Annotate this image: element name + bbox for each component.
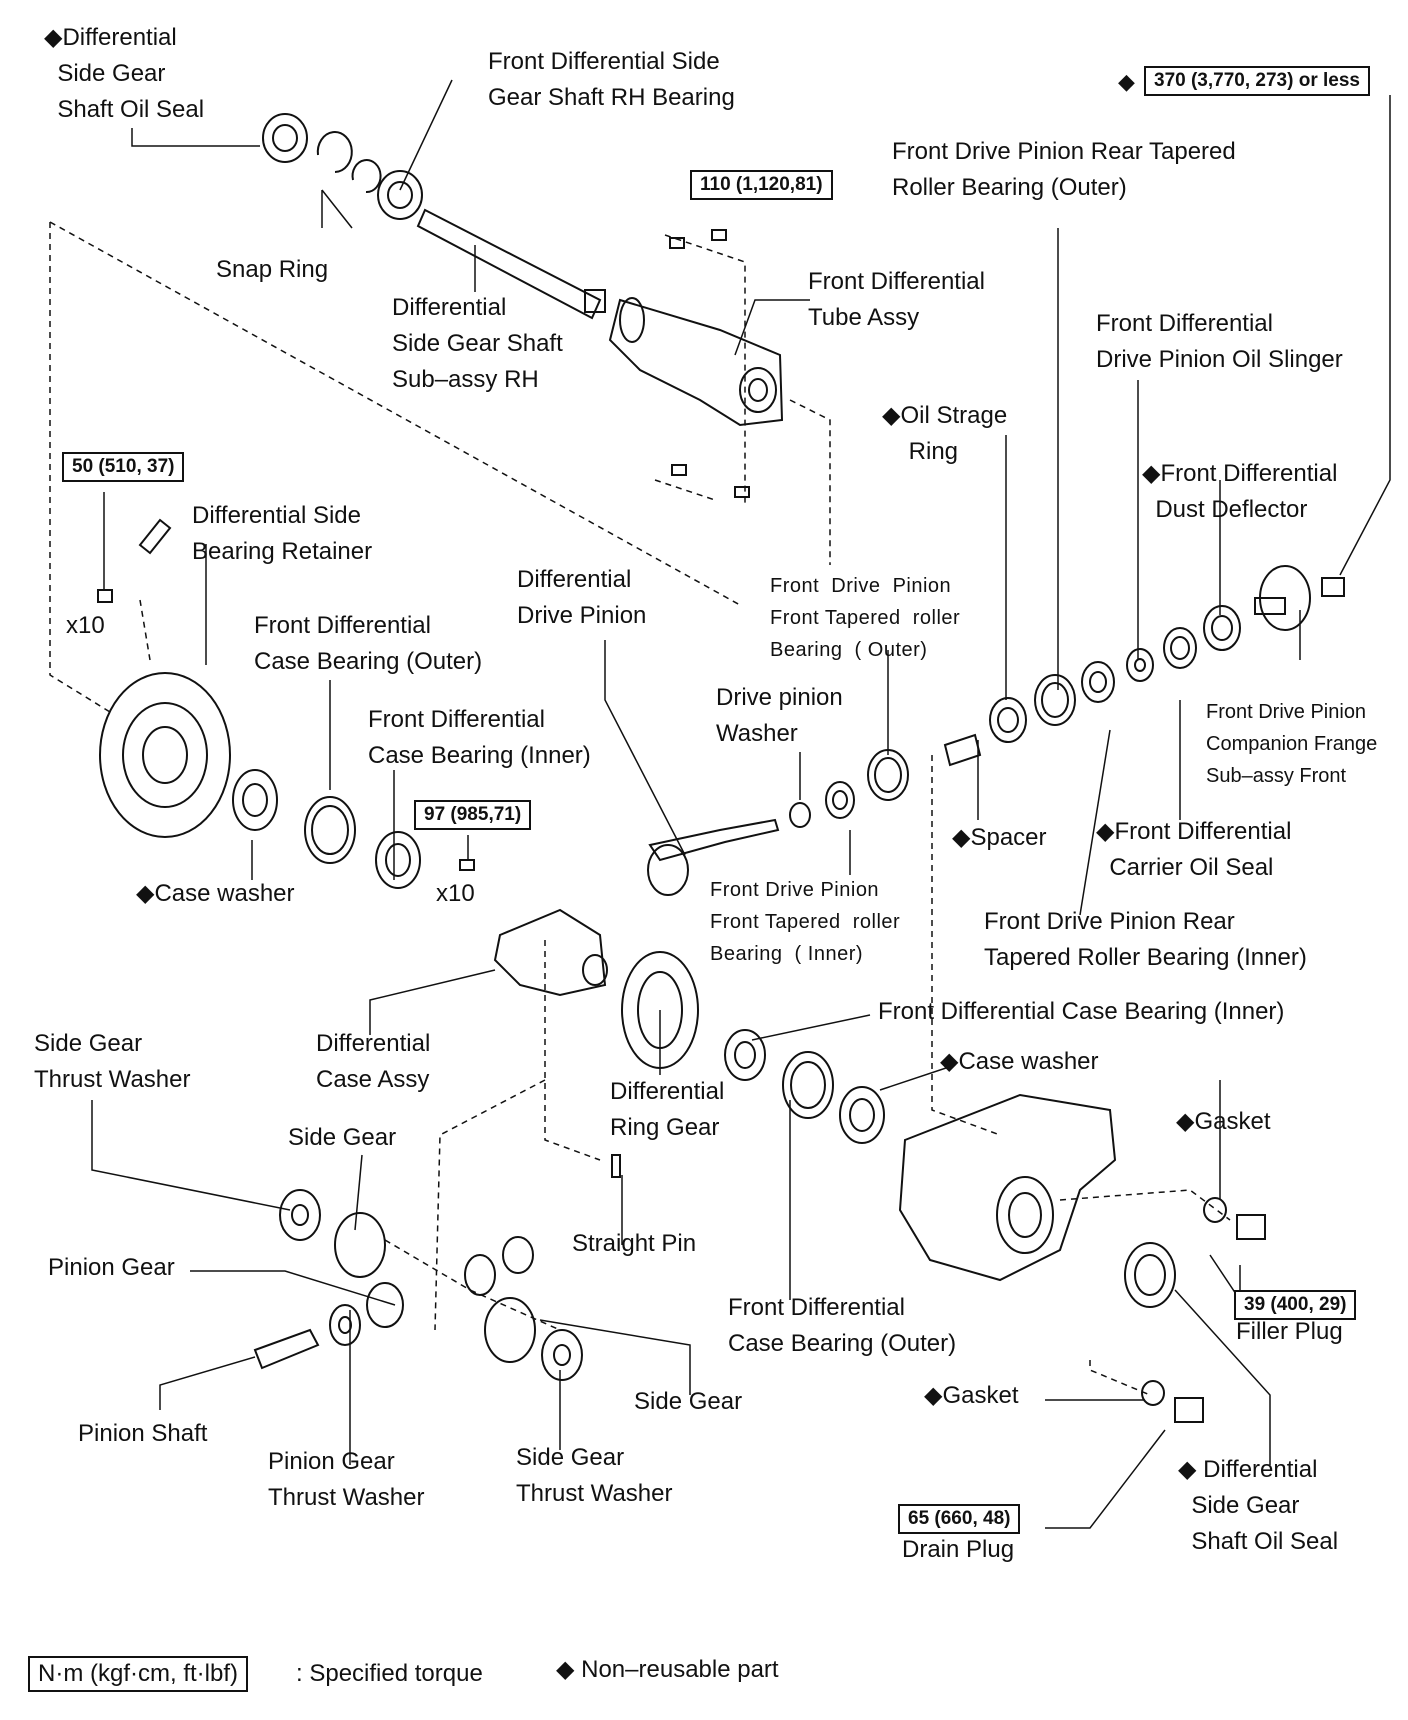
label-case-washer-a: ◆Case washer (136, 880, 295, 907)
side-gear-upper (334, 1212, 386, 1278)
label-x10-b: x10 (436, 880, 475, 907)
label-case-assy: Differential Case Assy (316, 1030, 431, 1093)
legend-torque-text: : Specified torque (296, 1660, 483, 1687)
rear-roller-inner (1081, 661, 1115, 703)
label-case-bearing-outer-a: Front Differential Case Bearing (Outer) (254, 612, 483, 675)
label-front-tapered-outer: Front Drive Pinion Front Tapered roller … (770, 575, 961, 661)
label-filler-plug: Filler Plug (1236, 1318, 1343, 1345)
rear-tapered-outer (1034, 674, 1076, 726)
pinion-gear-thrust-washer-part (329, 1304, 361, 1346)
snap-rings (316, 131, 382, 194)
case-bearing-inner-left (375, 831, 421, 889)
label-pinion-gear: Pinion Gear (48, 1254, 175, 1281)
side-gear-shaft (416, 208, 606, 320)
torque-110: 110 (1,120,81) (690, 170, 833, 200)
bolt-retainer (97, 518, 172, 603)
gasket-filler (1203, 1197, 1227, 1223)
label-carrier-oil-seal: ◆Front Differential Carrier Oil Seal (1096, 818, 1292, 881)
label-pinion-shaft: Pinion Shaft (78, 1420, 208, 1447)
case-washer-right (839, 1086, 885, 1144)
tube-assy (608, 297, 784, 427)
side-gear-thrust-washer-left (279, 1189, 321, 1241)
oil-strage-ring (989, 697, 1027, 743)
carrier-oil-seal (1163, 627, 1197, 669)
torque-65: 65 (660, 48) (898, 1504, 1021, 1534)
label-case-bearing-inner-a: Front Differential Case Bearing (Inner) (368, 706, 591, 769)
dust-deflector (1203, 605, 1241, 651)
case-bearing-inner-right (724, 1029, 766, 1081)
label-side-gear-a: Side Gear (288, 1124, 397, 1151)
side-gear-thrust-washer-right (541, 1329, 583, 1381)
label-rear-roller-inner: Front Drive Pinion Rear Tapered Roller B… (984, 908, 1307, 971)
bolt-case (459, 859, 475, 871)
label-drive-pinion-washer: Drive pinion Washer (716, 684, 843, 747)
label-drain-plug: Drain Plug (902, 1536, 1015, 1563)
differential-carrier (898, 1093, 1117, 1282)
nut-370 (1321, 577, 1345, 597)
label-ring-gear: Differential Ring Gear (610, 1078, 725, 1141)
torque-97: 97 (985,71) (414, 800, 532, 830)
oil-seal-top (262, 113, 308, 163)
filler-plug-part (1236, 1214, 1266, 1240)
label-side-bearing-retainer: Differential Side Bearing Retainer (192, 502, 373, 565)
label-front-tapered-inner: Front Drive Pinion Front Tapered roller … (710, 879, 901, 965)
label-gasket-b: ◆Gasket (924, 1382, 1019, 1409)
spacer (943, 733, 982, 767)
label-side-gear-thrust-washer-b: Side Gear Thrust Washer (516, 1444, 673, 1507)
front-tapered-outer (867, 749, 909, 801)
label-oil-seal-bottom: ◆ Differential Side Gear Shaft Oil Seal (1178, 1456, 1339, 1555)
label-x10-a: x10 (66, 612, 105, 639)
ring-gear (621, 951, 699, 1069)
straight-pin-part (611, 1154, 621, 1178)
label-companion-flange: Front Drive Pinion Companion Frange Sub–… (1206, 701, 1378, 787)
rh-bearing (377, 170, 423, 220)
label-snap-ring: Snap Ring (216, 256, 329, 283)
label-gasket-a: ◆Gasket (1176, 1108, 1271, 1135)
companion-flange (1254, 565, 1311, 631)
drive-pinion (647, 818, 780, 896)
differential-case-assy (493, 908, 608, 997)
label-drive-pinion: Differential Drive Pinion (517, 566, 647, 629)
case-bearing-outer-left (304, 796, 356, 864)
label-case-washer-b: ◆Case washer (940, 1048, 1099, 1075)
case-bearing-outer-right (782, 1051, 834, 1119)
leader-lines (91, 79, 1391, 1529)
label-case-bearing-inner-b: Front Differential Case Bearing (Inner) (878, 998, 1285, 1025)
torque-50: 50 (510, 37) (62, 452, 185, 482)
oil-slinger (1126, 648, 1154, 682)
torque-370: 370 (3,770, 273) or less (1144, 66, 1370, 96)
torque-39: 39 (400, 29) (1234, 1290, 1357, 1320)
label-oil-seal-top: ◆Differential Side Gear Shaft Oil Seal (44, 24, 205, 123)
label-rear-tapered-outer: Front Drive Pinion Rear Tapered Roller B… (892, 138, 1236, 201)
label-straight-pin: Straight Pin (572, 1230, 697, 1257)
label-oil-slinger: Front Differential Drive Pinion Oil Slin… (1096, 310, 1343, 373)
gasket-drain (1141, 1380, 1165, 1406)
label-rh-bearing: Front Differential Side Gear Shaft RH Be… (488, 48, 735, 111)
pinion-gear-left (366, 1282, 404, 1328)
label-case-bearing-outer-b: Front Differential Case Bearing (Outer) (728, 1294, 957, 1357)
oil-seal-right (1124, 1242, 1176, 1308)
drain-plug-part (1174, 1397, 1204, 1423)
label-spacer: ◆Spacer (952, 824, 1047, 851)
label-side-gear-thrust-washer-a: Side Gear Thrust Washer (34, 1030, 191, 1093)
side-gear-lower (484, 1297, 536, 1363)
pinion-gear-upper (464, 1236, 534, 1296)
label-side-gear-shaft: Differential Side Gear Shaft Sub–assy RH (392, 294, 563, 393)
diamond-370: ◆ (1118, 69, 1135, 94)
front-tapered-inner (825, 781, 855, 819)
label-pinion-gear-thrust-washer: Pinion Gear Thrust Washer (268, 1448, 425, 1511)
label-tube-assy: Front Differential Tube Assy (808, 268, 985, 331)
label-side-gear-b: Side Gear (634, 1388, 743, 1415)
label-oil-strage-ring: ◆Oil Strage Ring (882, 402, 1008, 465)
label-dust-deflector: ◆Front Differential Dust Deflector (1142, 460, 1338, 523)
legend-nonreusable: ◆ Non–reusable part (556, 1656, 779, 1683)
drive-pinion-washer (789, 802, 811, 828)
case-washer-left (232, 769, 278, 831)
side-bearing-retainer (99, 672, 231, 838)
legend-torque-unit: N·m (kgf·cm, ft·lbf) (28, 1656, 248, 1692)
bolts-tube (669, 229, 750, 498)
pinion-shaft-part (253, 1328, 320, 1370)
